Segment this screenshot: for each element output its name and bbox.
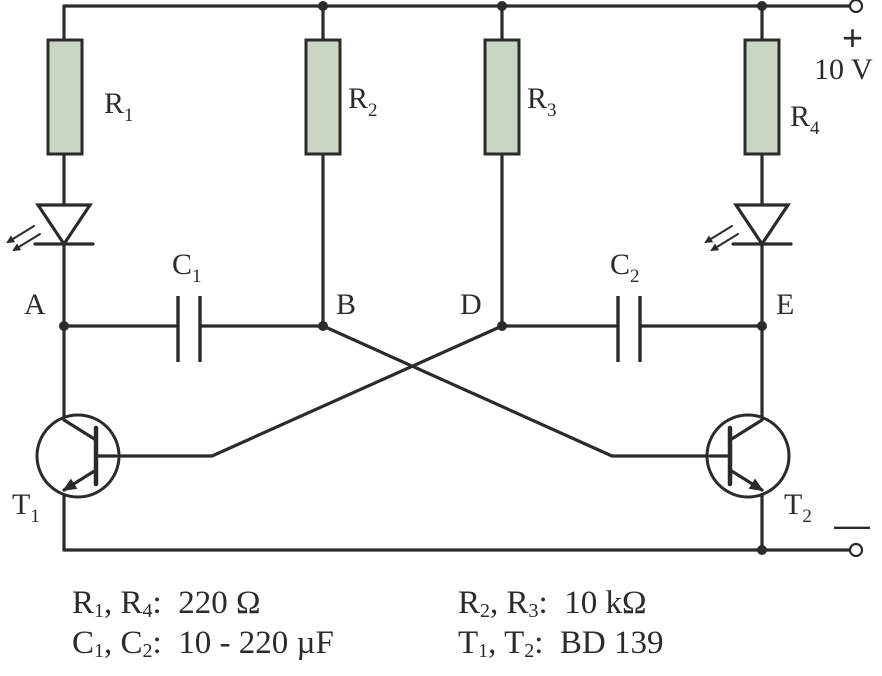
legend-subscript: 1 — [94, 640, 105, 662]
positive-terminal — [848, 0, 864, 14]
junction-a — [59, 321, 69, 331]
legend-separator: , — [488, 625, 505, 661]
legend-name: C — [72, 625, 95, 661]
label-r4: R4 — [790, 100, 820, 139]
legend-name: T — [504, 625, 525, 661]
plus-sign: + — [842, 17, 863, 58]
legend-t1-t2: T1, T2: BD 139 — [458, 623, 664, 663]
legend-value: 220 Ω — [178, 585, 261, 621]
junction-r2-top — [318, 1, 328, 11]
label-r3: R3 — [527, 82, 557, 121]
junction-r4-top — [757, 1, 767, 11]
legend-name: R — [72, 585, 95, 621]
legend-subscript: 3 — [528, 600, 539, 622]
node-label-b: B — [336, 288, 356, 321]
legend-name: T — [458, 625, 479, 661]
legend-separator: , — [104, 625, 121, 661]
negative-terminal — [848, 542, 864, 558]
node-label-d: D — [460, 288, 482, 321]
legend-name: C — [120, 625, 143, 661]
junction-e — [757, 321, 767, 331]
resistor-r1 — [46, 38, 84, 156]
legend-subscript: 4 — [142, 600, 153, 622]
legend-subscript: 1 — [94, 600, 105, 622]
resistor-r2 — [304, 38, 342, 156]
resistor-r3 — [483, 38, 521, 156]
legend-subscript: 2 — [524, 640, 535, 662]
node-label-a: A — [24, 288, 46, 321]
legend-value: 10 kΩ — [564, 585, 647, 621]
led-right — [704, 203, 793, 252]
label-c1: C1 — [172, 248, 202, 287]
legend-subscript: 1 — [478, 640, 489, 662]
legend-separator: , — [490, 585, 507, 621]
legend-separator: : — [152, 625, 162, 661]
junction-t2-emitter — [757, 545, 767, 555]
junction-d — [497, 321, 507, 331]
label-r2: R2 — [348, 82, 378, 121]
legend-name: R — [458, 585, 481, 621]
legend-value: 10 - 220 µF — [178, 625, 334, 661]
junction-b — [318, 321, 328, 331]
legend-separator: , — [104, 585, 121, 621]
resistor-r4 — [743, 38, 781, 156]
cross-coupling-b-to-t2 — [321, 324, 722, 458]
minus-sign: — — [834, 504, 870, 545]
legend-value: BD 139 — [559, 625, 664, 661]
legend-name: R — [120, 585, 143, 621]
legend-c1-c2: C1, C2: 10 - 220 µF — [72, 623, 334, 663]
capacitor-c2 — [500, 296, 764, 362]
label-t1: T1 — [12, 488, 40, 527]
label-t2: T2 — [784, 488, 812, 527]
legend-subscript: 2 — [142, 640, 153, 662]
capacitor-c1 — [62, 296, 325, 362]
node-label-e: E — [776, 288, 794, 321]
legend-separator: : — [152, 585, 162, 621]
legend-separator: : — [534, 625, 544, 661]
transistor-t1 — [35, 413, 121, 499]
legend-name: R — [506, 585, 529, 621]
transistor-t2 — [705, 413, 791, 499]
label-c2: C2 — [610, 248, 640, 287]
legend-r2-r3: R2, R3: 10 kΩ — [458, 583, 646, 623]
legend-separator: : — [538, 585, 548, 621]
legend-r1-r4: R1, R4: 220 Ω — [72, 583, 260, 623]
supply-voltage-label: 10 V — [814, 53, 873, 86]
label-r1: R1 — [104, 87, 134, 126]
cross-coupling-d-to-t1 — [102, 324, 504, 458]
junction-r3-top — [497, 1, 507, 11]
legend-subscript: 2 — [480, 600, 491, 622]
led-left — [6, 203, 95, 252]
